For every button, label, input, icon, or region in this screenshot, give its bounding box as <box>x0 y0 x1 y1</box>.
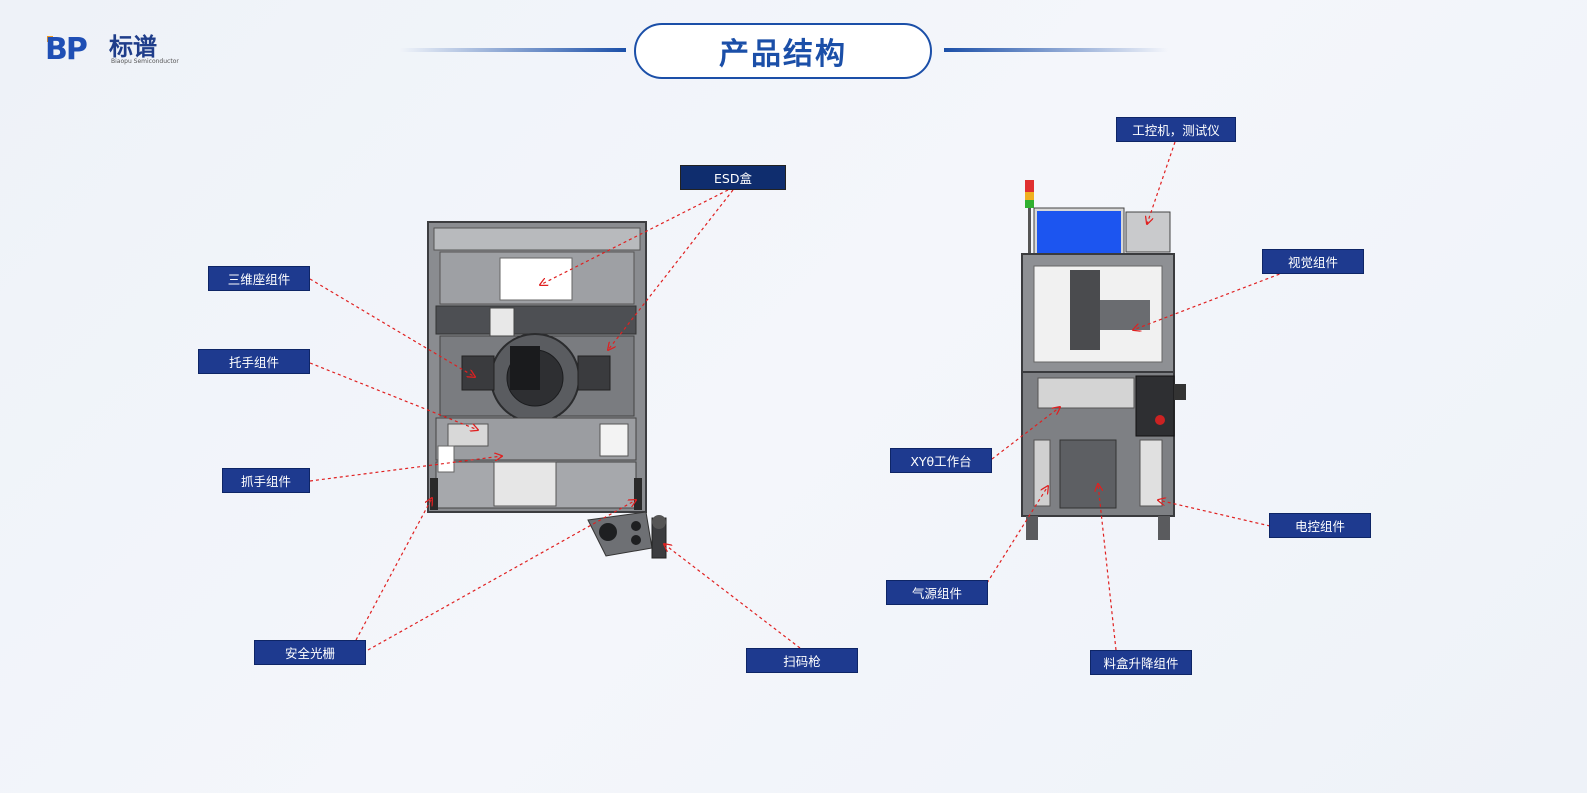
logo-mark: BP <box>45 32 88 67</box>
leader-air <box>986 486 1048 584</box>
logo-dot-icon <box>47 36 53 42</box>
label-ipc-tester: 工控机，测试仪 <box>1116 117 1236 142</box>
leader-lines <box>309 141 1286 651</box>
label-esd-box: ESD盒 <box>680 165 786 190</box>
leader-tri-seat <box>309 278 475 377</box>
logo-brand-name: 标谱 <box>109 33 157 61</box>
leader-gripper <box>309 456 502 482</box>
label-tri-seat: 三维座组件 <box>208 266 310 291</box>
label-air-source: 气源组件 <box>886 580 988 605</box>
label-tray-holder: 托手组件 <box>198 349 310 374</box>
title-decor-line-left <box>400 48 626 52</box>
title-banner: 产品结构 <box>634 23 932 79</box>
machine-top-view <box>427 221 667 559</box>
label-lift: 料盒升降组件 <box>1090 650 1192 675</box>
logo-subtitle: Biaopu Semiconductor <box>111 58 179 65</box>
leader-ipc <box>1147 141 1176 224</box>
label-vision: 视觉组件 <box>1262 249 1364 274</box>
label-scanner: 扫码枪 <box>746 648 858 673</box>
leader-curtain-1 <box>355 498 432 641</box>
machine-front-view <box>1021 180 1186 540</box>
leader-esd-1 <box>540 189 729 285</box>
label-light-curtain: 安全光栅 <box>254 640 366 665</box>
leader-esd-2 <box>608 189 734 350</box>
leader-scanner <box>664 544 801 649</box>
leader-xy <box>991 407 1060 460</box>
leader-electrical <box>1158 500 1271 527</box>
leader-tray <box>309 362 478 430</box>
label-electrical: 电控组件 <box>1269 513 1371 538</box>
leader-lift <box>1098 484 1117 651</box>
label-gripper: 抓手组件 <box>222 468 310 493</box>
page-title: 产品结构 <box>719 37 847 72</box>
company-logo: BP 标谱 Biaopu Semiconductor <box>45 32 179 70</box>
label-xy-stage: XYθ工作台 <box>890 448 992 473</box>
title-decor-line-right <box>944 48 1168 52</box>
